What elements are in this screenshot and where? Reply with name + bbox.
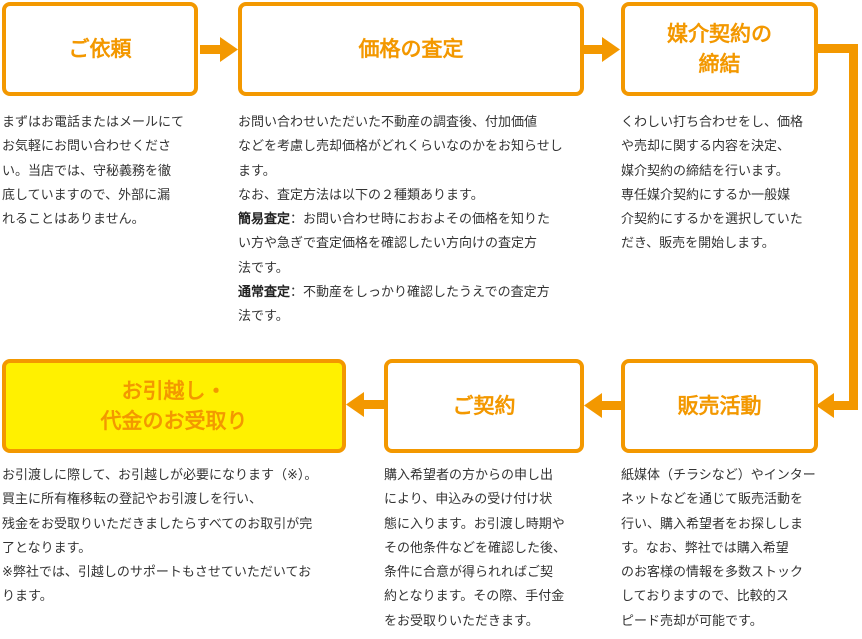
step-appraisal-description: お問い合わせいただいた不動産の調査後、付加価値 などを考慮し売却価格がどれくらい… (238, 111, 588, 330)
step-sales-contract: ご契約 (384, 359, 584, 453)
standard-appraisal-line-1: 通常査定：不動産をしっかり確認したうえでの査定方 (238, 281, 588, 305)
step-appraisal-title: 価格の査定 (358, 37, 464, 61)
arrow-4-to-5 (584, 393, 622, 418)
step-request-title: ご依頼 (68, 37, 132, 61)
standard-appraisal-line-2: 法です。 (238, 309, 289, 325)
standard-appraisal-label: 通常査定 (238, 285, 291, 301)
step-moving-description: お引渡しに際して、お引越しが必要になります（※）。 買主に所有権移転の登記やお引… (2, 468, 318, 605)
appraisal-line-3: ます。 (238, 163, 276, 179)
appraisal-line-2: などを考慮し売却価格がどれくらいなのかをお知らせし (238, 139, 563, 155)
simple-appraisal-line-1: 簡易査定：お問い合わせ時におおよその価格を知りた (238, 208, 588, 232)
appraisal-line-4: なお、査定方法は以下の２種類あります。 (238, 187, 484, 203)
step-appraisal: 価格の査定 (238, 2, 584, 96)
step-sales-title: 販売活動 (677, 394, 762, 418)
step-brokerage-title-line1: 媒介契約の (667, 22, 772, 46)
step-moving-payment: お引越し・ 代金のお受取り (2, 359, 346, 453)
simple-appraisal-line-2: い方や急ぎで査定価格を確認したい方向けの査定方 (238, 236, 538, 252)
standard-appraisal-text-1: ：不動産をしっかり確認したうえでの査定方 (290, 285, 550, 301)
simple-appraisal-line-3: 法です。 (238, 260, 289, 276)
step-brokerage-title-line2: 締結 (698, 52, 741, 76)
step-contract-title: ご契約 (452, 394, 516, 418)
arrow-5-to-6 (346, 392, 384, 417)
simple-appraisal-label: 簡易査定 (238, 212, 291, 228)
arrow-3-to-4-elbow (816, 44, 858, 418)
step-brokerage-description: くわしい打ち合わせをし、価格 や売却に関する内容を決定、 媒介契約の締結を行いま… (621, 115, 804, 252)
step-request: ご依頼 (2, 2, 198, 96)
step-request-description: まずはお電話またはメールにて お気軽にお問い合わせくださ い。当店では、守秘義務… (2, 115, 185, 228)
simple-appraisal-text-1: ：お問い合わせ時におおよその価格を知りた (290, 212, 551, 228)
step-moving-title-line2: 代金のお受取り (100, 409, 248, 433)
step-brokerage-contract: 媒介契約の 締結 (621, 2, 818, 96)
appraisal-line-1: お問い合わせいただいた不動産の調査後、付加価値 (238, 115, 538, 130)
arrow-2-to-3 (584, 37, 620, 62)
arrow-1-to-2 (200, 37, 238, 62)
step-sales-activity: 販売活動 (621, 359, 818, 453)
step-moving-title-line1: お引越し・ (121, 379, 227, 403)
step-contract-description: 購入希望者の方からの申し出 により、申込みの受け付け状 態に入ります。お引渡し時… (384, 468, 567, 629)
step-sales-description: 紙媒体（チラシなど）やインター ネットなどを通じて販売活動を 行い、購入希望者を… (621, 468, 816, 629)
